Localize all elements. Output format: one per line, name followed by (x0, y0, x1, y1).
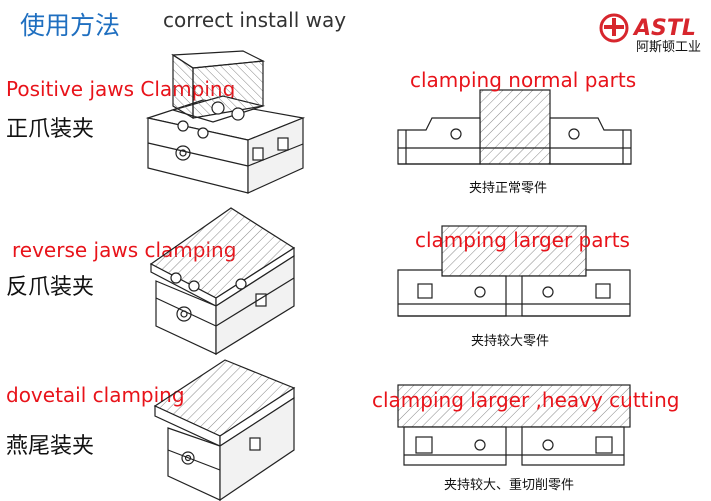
diagram3-title: clamping larger ,heavy cutting (372, 388, 680, 412)
row2-label-cn: 反爪装夹 (6, 275, 95, 300)
vise-dovetail-illustration (153, 359, 296, 501)
row3-label-en: dovetail clamping (6, 383, 185, 407)
page-title-cn: 使用方法 (20, 11, 121, 40)
diagram2-caption: 夹持较大零件 (471, 334, 550, 349)
brand-mark: ASTL (632, 16, 696, 41)
diagram-larger-heavy-cutting (397, 384, 631, 466)
diagram-normal-parts (397, 89, 632, 165)
brand-name: 阿斯顿工业 (636, 40, 702, 55)
brand-logo-icon: ASTL (599, 13, 696, 43)
row3-label-cn: 燕尾装夹 (6, 434, 95, 459)
vise-positive-jaws-illustration (145, 50, 306, 194)
diagram3-caption: 夹持较大、重切削零件 (444, 478, 575, 493)
row1-label-cn: 正爪装夹 (6, 117, 95, 142)
diagram1-title: clamping normal parts (410, 68, 637, 92)
diagram-larger-parts (397, 225, 631, 317)
diagram1-caption: 夹持正常零件 (469, 181, 548, 196)
diagram2-title: clamping larger parts (415, 228, 630, 252)
vise-reverse-jaws-illustration (149, 207, 296, 356)
page-title-en: correct install way (163, 8, 347, 32)
